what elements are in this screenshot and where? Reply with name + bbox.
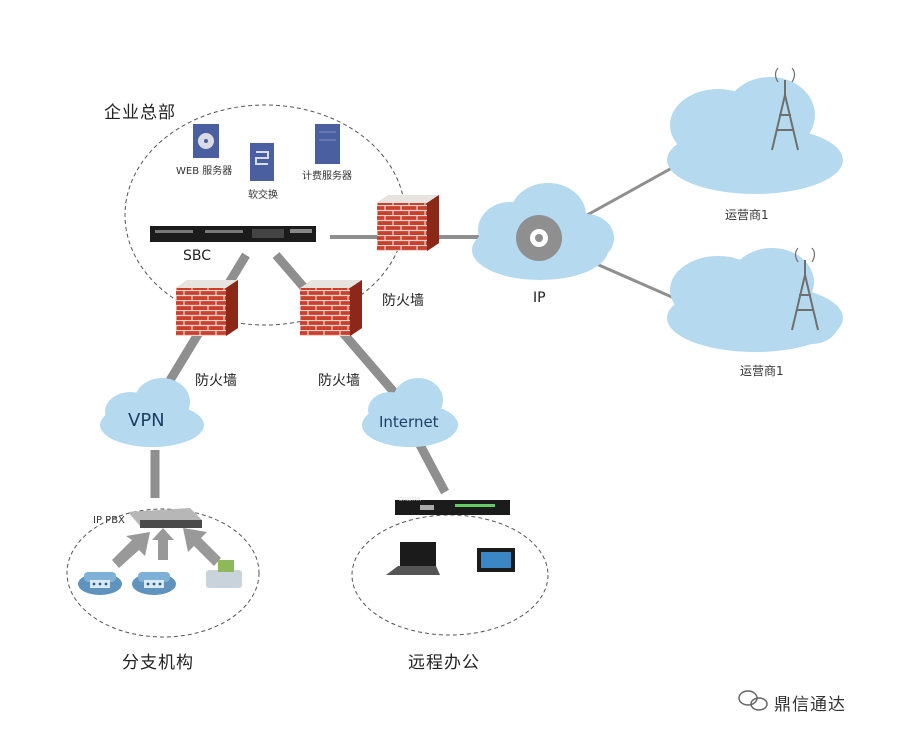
headquarters-boundary: [124, 104, 406, 326]
ip-pbx-device: [128, 508, 202, 528]
remote-title: 远程办公: [408, 653, 480, 673]
firewall-icon: [176, 280, 238, 336]
sbc-label: SBC: [183, 248, 212, 264]
firewall-label: 防火墙: [195, 373, 237, 389]
ip-pbx-label: IP PBX: [93, 515, 125, 526]
firewall-icon: [300, 280, 362, 336]
remote-boundary: [351, 514, 549, 636]
ip-phone-icon: [206, 560, 242, 588]
web-server-label: WEB 服务器: [176, 166, 233, 177]
web-server-icon: [193, 124, 219, 158]
laptop-icon: [386, 542, 440, 575]
ip-router-icon: [516, 215, 562, 261]
wechat-logo-icon: [738, 690, 768, 711]
internet-label: Internet: [379, 413, 439, 431]
gateway-device: [395, 500, 510, 515]
branch-title: 分支机构: [122, 653, 194, 673]
device-brand-label: DINSTAR: [399, 497, 421, 503]
firewall-label: 防火墙: [382, 293, 424, 309]
ip-label: IP: [533, 290, 546, 306]
carrier-label: 运营商1: [740, 364, 784, 378]
softswitch-label: 软交换: [248, 190, 278, 201]
carrier-label: 运营商1: [725, 208, 769, 222]
vpn-cloud: [100, 378, 204, 447]
firewall-label: 防火墙: [318, 373, 360, 389]
firewall-icon: [377, 195, 439, 251]
internet-cloud: [362, 378, 458, 447]
phone-icon: [78, 572, 122, 595]
billing-server-label: 计费服务器: [302, 171, 352, 182]
tablet-icon: [477, 548, 515, 572]
radio-tower-icon: [771, 67, 799, 151]
vpn-label: VPN: [128, 410, 165, 431]
carrier-cloud-2: [667, 248, 843, 352]
phone-arrows: [112, 528, 221, 568]
softswitch-icon: [250, 143, 274, 181]
billing-server-icon: [315, 124, 340, 164]
carrier-cloud-1: [667, 77, 843, 194]
phone-icon: [132, 572, 176, 595]
radio-tower-icon: [791, 247, 819, 331]
headquarters-title: 企业总部: [104, 103, 176, 123]
sbc-device: [150, 226, 316, 242]
watermark: 鼎信通达: [774, 695, 846, 715]
branch-boundary: [66, 508, 260, 638]
